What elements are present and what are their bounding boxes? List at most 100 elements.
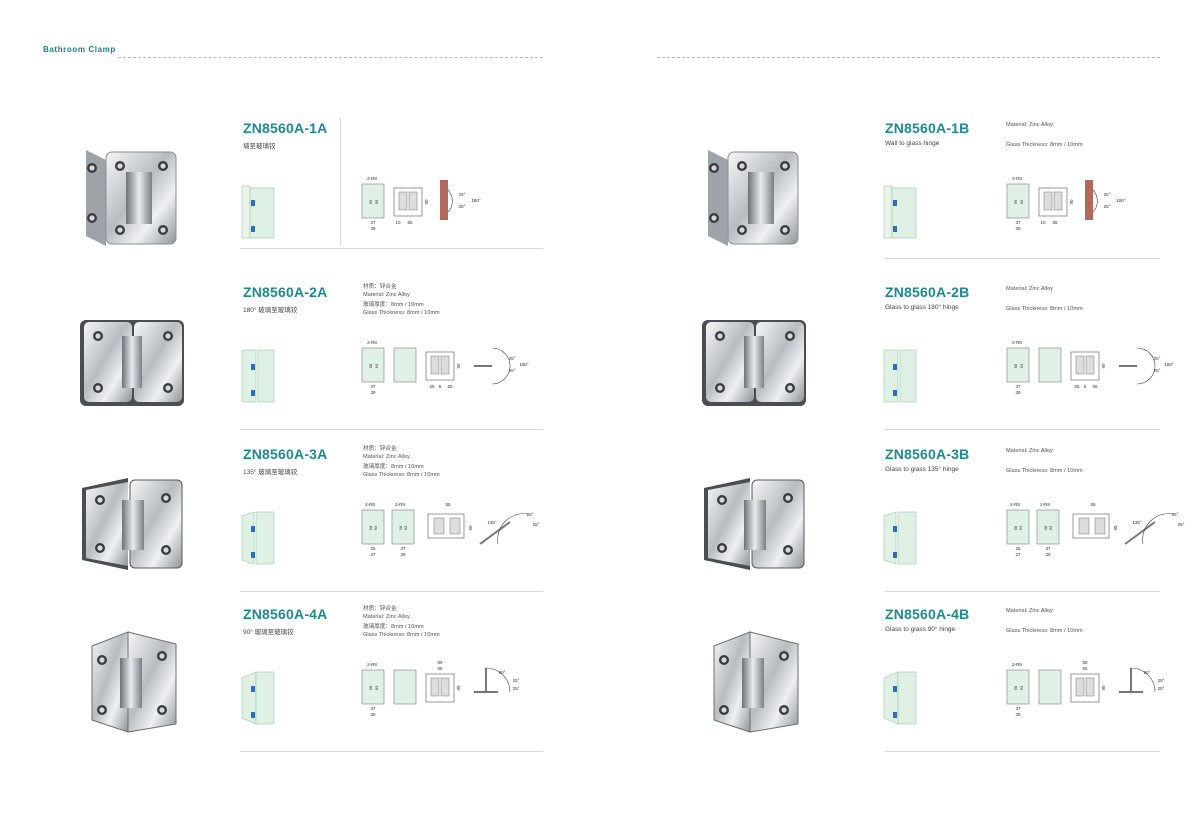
svg-text:10: 10 [1040, 220, 1046, 225]
product-description: Glass to glass 90° hinge [885, 626, 956, 633]
svg-text:25°: 25° [509, 368, 516, 373]
product-description: 墙至玻璃铰 [243, 143, 276, 150]
spec-line: 材质：锌合金 [363, 284, 397, 290]
product-description: 180° 玻璃至玻璃铰 [243, 307, 298, 314]
spec-line: Glass Thickness: 8mm / 10mm [1006, 468, 1083, 474]
svg-text:180°: 180° [519, 362, 529, 367]
svg-text:90: 90 [456, 363, 461, 369]
glass-schematic [882, 508, 918, 573]
svg-text:55: 55 [437, 666, 443, 671]
svg-text:5: 5 [439, 384, 442, 389]
product-photo [78, 138, 188, 263]
row-divider [240, 248, 543, 249]
spec-line: 玻璃厚度：8mm / 10mm [363, 302, 424, 308]
svg-text:37: 37 [1015, 384, 1021, 389]
svg-text:39: 39 [1045, 552, 1051, 557]
spec-line: 玻璃厚度：8mm / 10mm [363, 624, 424, 630]
svg-text:37: 37 [400, 546, 406, 551]
glass-schematic [240, 182, 276, 247]
svg-text:37: 37 [370, 220, 376, 225]
svg-text:37: 37 [370, 706, 376, 711]
model-number: ZN8560A-3B [885, 446, 970, 462]
row-divider [240, 751, 543, 752]
model-number: ZN8560A-1B [885, 120, 970, 136]
svg-text:25°: 25° [1172, 512, 1179, 517]
glass-schematic [882, 182, 918, 247]
svg-text:80: 80 [1082, 660, 1088, 665]
product-description: Glass to glass 135° hinge [885, 466, 959, 473]
section-title: Bathroom Clamp [43, 45, 116, 54]
svg-text:25°: 25° [1104, 204, 1111, 209]
svg-text:90: 90 [1113, 525, 1118, 531]
svg-text:2-R8: 2-R8 [1012, 176, 1022, 181]
product-description: 90° 玻璃至玻璃铰 [243, 629, 294, 636]
svg-text:25°: 25° [459, 192, 466, 197]
header-divider [118, 57, 543, 58]
product-description: 135° 玻璃至玻璃铰 [243, 469, 298, 476]
spec-line: Material: Zinc Alloy [1006, 608, 1053, 614]
svg-text:180°: 180° [1116, 198, 1126, 203]
svg-text:2-R8: 2-R8 [1012, 662, 1022, 667]
spec-line: Material: Zinc Alloy [1006, 286, 1053, 292]
svg-text:180°: 180° [1164, 362, 1174, 367]
svg-text:58: 58 [398, 525, 403, 530]
svg-text:27: 27 [370, 552, 376, 557]
product-photo [700, 464, 810, 589]
product-photo [78, 302, 188, 427]
row-divider [885, 258, 1160, 259]
svg-text:80: 80 [437, 660, 443, 665]
row-divider [240, 591, 543, 592]
svg-text:55: 55 [1052, 220, 1058, 225]
svg-text:90: 90 [424, 199, 429, 205]
svg-text:63: 63 [403, 525, 408, 530]
svg-text:25°: 25° [513, 678, 520, 683]
svg-text:39: 39 [400, 552, 406, 557]
svg-text:2-R8: 2-R8 [1040, 502, 1050, 507]
spec-line: Glass Thickness: 8mm / 10mm [1006, 628, 1083, 634]
svg-text:63: 63 [373, 525, 378, 530]
svg-text:55: 55 [445, 502, 451, 507]
svg-text:63: 63 [1019, 363, 1024, 368]
product-photo [78, 464, 188, 589]
svg-text:2-R8: 2-R8 [367, 340, 377, 345]
svg-text:39: 39 [370, 390, 376, 395]
svg-text:25°: 25° [1158, 686, 1165, 691]
model-number: ZN8560A-2B [885, 284, 970, 300]
svg-text:2-R8: 2-R8 [365, 502, 375, 507]
spec-line: Material: Zinc Alloy [363, 453, 410, 460]
svg-text:5: 5 [1084, 384, 1087, 389]
spec-line: 玻璃厚度：8mm / 10mm [363, 464, 424, 470]
svg-text:55: 55 [407, 220, 413, 225]
svg-text:25°: 25° [1178, 522, 1185, 527]
svg-text:55: 55 [429, 384, 435, 389]
svg-text:90°: 90° [1144, 670, 1151, 675]
svg-text:58: 58 [1013, 363, 1018, 368]
svg-text:39: 39 [1015, 712, 1021, 717]
svg-text:58: 58 [1013, 685, 1018, 690]
row-divider [240, 429, 543, 430]
svg-text:39: 39 [1015, 390, 1021, 395]
row-divider [885, 429, 1160, 430]
svg-text:10: 10 [395, 220, 401, 225]
svg-text:39: 39 [1015, 226, 1021, 231]
svg-text:25°: 25° [513, 686, 520, 691]
svg-text:55: 55 [1092, 384, 1098, 389]
svg-text:37: 37 [370, 384, 376, 389]
svg-text:25°: 25° [459, 204, 466, 209]
svg-text:25°: 25° [1158, 678, 1165, 683]
spec-line: Material: Zinc Alloy [363, 613, 410, 620]
row-divider [885, 751, 1160, 752]
row-divider [885, 591, 1160, 592]
svg-text:27: 27 [1015, 552, 1021, 557]
svg-text:63: 63 [1048, 525, 1053, 530]
svg-text:58: 58 [368, 685, 373, 690]
svg-text:39: 39 [370, 712, 376, 717]
svg-text:58: 58 [368, 525, 373, 530]
product-description: Glass to glass 180° hinge [885, 304, 959, 311]
svg-text:2-R8: 2-R8 [1012, 340, 1022, 345]
svg-text:37: 37 [1045, 546, 1051, 551]
